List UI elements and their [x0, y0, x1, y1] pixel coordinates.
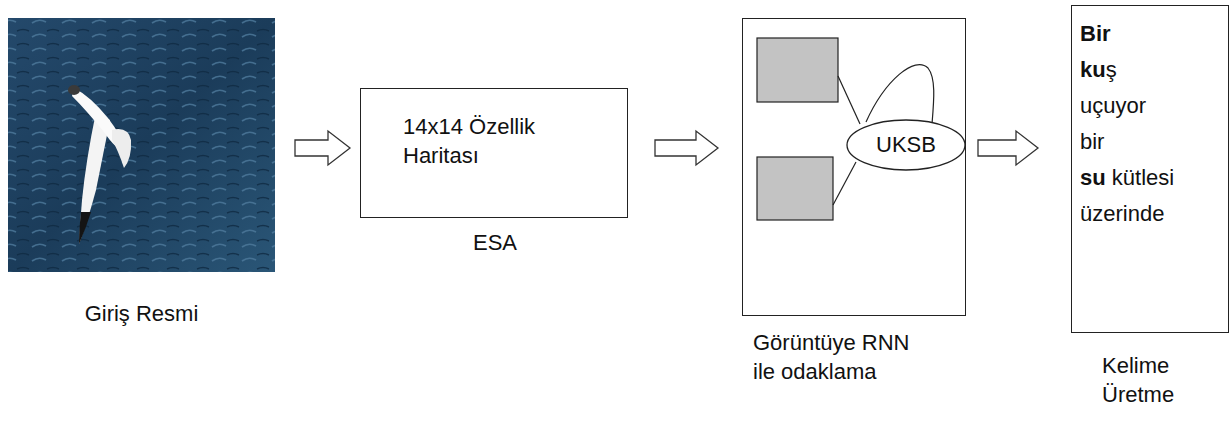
gull-short-wing [112, 129, 131, 168]
feature-square [757, 157, 833, 220]
bold-part: ku [1080, 57, 1106, 82]
word-line: kuş [1080, 56, 1220, 85]
sea-waves [8, 18, 275, 272]
attention-line [838, 76, 860, 124]
image-caption: Giriş Resmi [8, 300, 275, 329]
attention-line [833, 162, 856, 205]
box-text: 14x14 Özellik Haritası [403, 113, 593, 170]
flow-arrow [978, 131, 1038, 165]
bold-part: Bir [1080, 21, 1111, 46]
recurrent-loop [866, 65, 934, 124]
input-image: Giriş Resmi [8, 18, 275, 272]
module-label: Görüntüye RNN ile odaklama [753, 329, 928, 386]
bold-part: su [1080, 165, 1106, 190]
word-line: üzerinde [1080, 200, 1220, 229]
word-line: Bir [1080, 20, 1220, 49]
gull-wingtip [79, 212, 91, 244]
feature-map-box: 14x14 Özellik HaritasıESA [360, 88, 628, 218]
gull-head [68, 85, 80, 95]
word-line: uçuyor [1080, 92, 1220, 121]
module-label: Kelime Üretme [1102, 352, 1197, 409]
ellipse-shape [847, 120, 965, 170]
word-line: su kütlesi [1080, 164, 1220, 193]
input-photo [8, 18, 275, 272]
sea-water [8, 18, 275, 272]
flow-arrow [295, 131, 350, 165]
feature-square [757, 38, 838, 102]
rnn-box: Görüntüye RNN ile odaklamaUKSB [742, 18, 966, 316]
module-label: ESA [445, 229, 545, 258]
uksb-ellipse: UKSB [846, 119, 966, 171]
word-box: Birkuşuçuyorbirsu kütlesiüzerindeKelime … [1071, 5, 1229, 333]
flow-arrow [655, 131, 718, 165]
seagull [68, 85, 131, 244]
ellipse-text: UKSB [846, 131, 966, 160]
word-line: bir [1080, 128, 1220, 157]
